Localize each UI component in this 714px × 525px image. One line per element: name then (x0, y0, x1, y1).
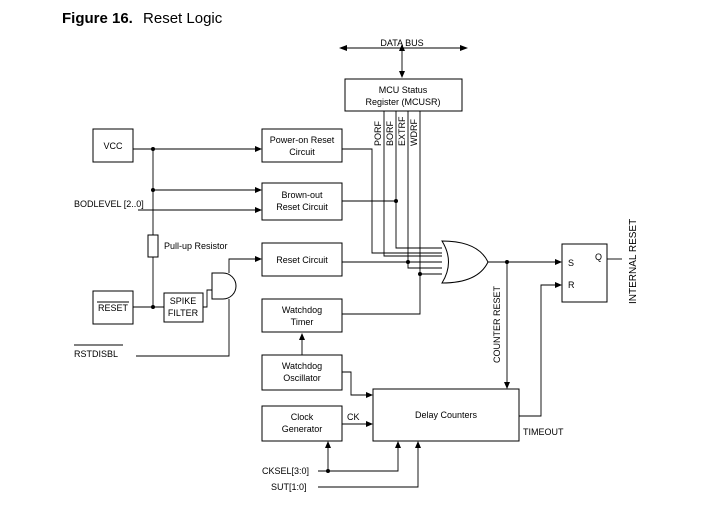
latch-q-label: Q (595, 252, 602, 262)
sr-latch-block: S R Q (561, 243, 608, 303)
vcc-block: VCC (92, 128, 134, 163)
reset-pin-label: RESET (98, 303, 129, 313)
sut-signal: SUT[1:0] (271, 441, 421, 492)
latch-r-label: R (568, 280, 575, 290)
rstdisbl-label: RSTDISBL (74, 349, 118, 359)
internal-reset-label: INTERNAL RESET (628, 219, 639, 304)
wdo-label-1: Watchdog (282, 361, 322, 371)
brown-out-reset-block: Brown-out Reset Circuit (261, 182, 343, 221)
data-bus-label: DATA BUS (380, 38, 423, 48)
figure-number: Figure 16. (62, 10, 133, 27)
clk-label-2: Generator (282, 424, 323, 434)
spike-filter-label-1: SPIKE (170, 296, 197, 306)
timeout-label: TIMEOUT (523, 427, 564, 437)
data-bus: DATA BUS (339, 38, 468, 78)
wdt-label-2: Timer (291, 317, 314, 327)
por-label-1: Power-on Reset (270, 135, 335, 145)
spike-filter-block: SPIKE FILTER (163, 292, 204, 323)
wdt-label-1: Watchdog (282, 305, 322, 315)
watchdog-timer-block: Watchdog Timer (261, 298, 343, 333)
extrf-label: EXTRF (397, 116, 407, 146)
delay-counters-label: Delay Counters (415, 410, 478, 420)
mcusr-label-1: MCU Status (379, 85, 428, 95)
por-label-2: Circuit (289, 147, 315, 157)
wdrf-label: WDRF (409, 119, 419, 146)
delay-counters-block: Delay Counters (372, 388, 520, 442)
bod-label-1: Brown-out (281, 190, 323, 200)
reset-pin-block: RESET (92, 290, 134, 325)
reset-or-gate (441, 240, 489, 284)
rstdisbl-signal: RSTDISBL (74, 344, 123, 359)
pullup-resistor: Pull-up Resistor (147, 234, 228, 258)
sut-label: SUT[1:0] (271, 482, 307, 492)
figure-caption: Reset Logic (143, 10, 223, 27)
reset-circuit-label: Reset Circuit (276, 255, 328, 265)
mcusr-block: MCU Status Register (MCUSR) (344, 78, 463, 112)
power-on-reset-block: Power-on Reset Circuit (261, 128, 343, 163)
clock-generator-block: Clock Generator (261, 405, 343, 442)
spike-filter-label-2: FILTER (168, 308, 199, 318)
cksel-signal: CKSEL[3:0] (262, 441, 401, 476)
wdo-label-2: Oscillator (283, 373, 321, 383)
mcusr-label-2: Register (MCUSR) (365, 97, 440, 107)
counter-reset-label: COUNTER RESET (492, 285, 502, 363)
porf-label: PORF (373, 120, 383, 146)
pullup-label: Pull-up Resistor (164, 241, 228, 251)
borf-label: BORF (385, 120, 395, 146)
reset-and-gate (211, 272, 237, 300)
ck-label: CK (347, 412, 360, 422)
bod-label-2: Reset Circuit (276, 202, 328, 212)
latch-s-label: S (568, 258, 574, 268)
flag-wires (383, 111, 442, 275)
reset-circuit-block: Reset Circuit (261, 242, 343, 277)
clk-label-1: Clock (291, 412, 314, 422)
bodlevel-label: BODLEVEL [2..0] (74, 199, 144, 209)
watchdog-oscillator-block: Watchdog Oscillator (261, 354, 343, 391)
figure-title: Figure 16. Reset Logic (62, 10, 222, 27)
vcc-label: VCC (103, 141, 123, 151)
cksel-label: CKSEL[3:0] (262, 466, 309, 476)
